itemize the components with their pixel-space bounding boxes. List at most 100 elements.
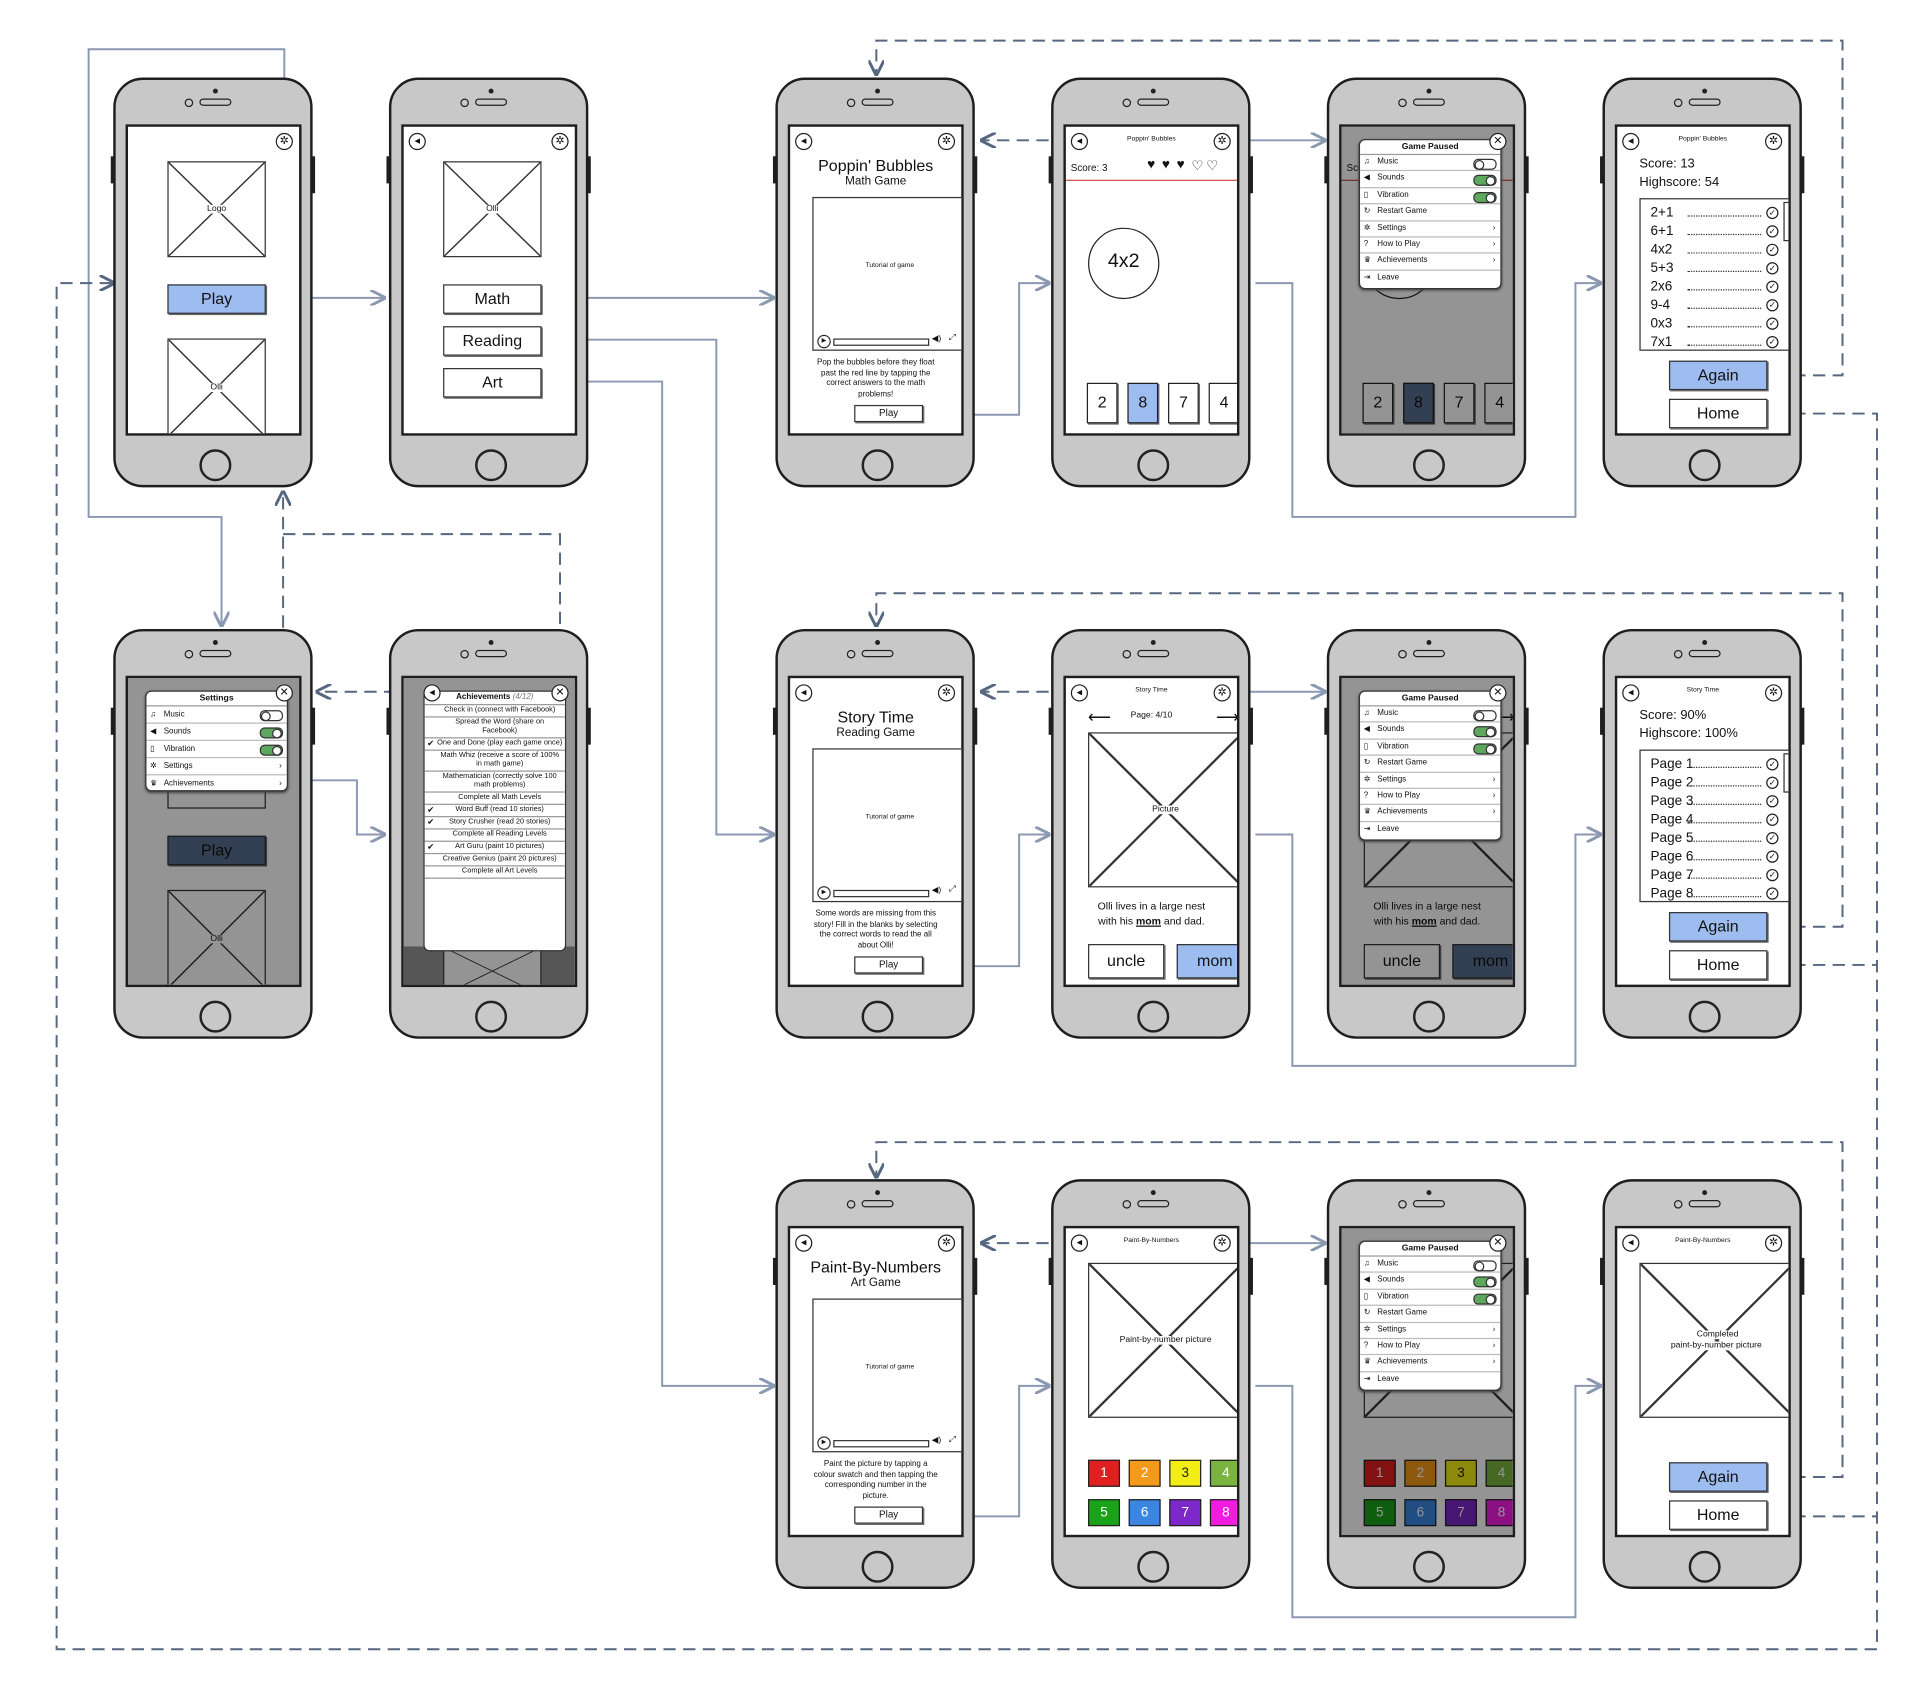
tutorial-video[interactable]: Tutorial of game▶◀)⤢ [812, 196, 962, 351]
pause-item[interactable]: ♫Music [1360, 706, 1501, 723]
home-button[interactable]: Home [1668, 1500, 1768, 1530]
colour-swatch[interactable]: 6 [1128, 1499, 1161, 1527]
pause-item[interactable]: ↻Restart Game [1360, 1306, 1501, 1323]
pause-item[interactable]: ↻Restart Game [1360, 756, 1501, 773]
art-button[interactable]: Art [443, 368, 542, 398]
again-button[interactable]: Again [1668, 1462, 1768, 1492]
home-button[interactable]: Home [1668, 398, 1768, 429]
pause-item[interactable]: ⇥Leave [1360, 1372, 1500, 1387]
reading-button[interactable]: Reading [443, 326, 542, 356]
music-toggle[interactable] [1473, 1260, 1497, 1272]
play-button[interactable]: Play [854, 956, 924, 974]
prev-page-arrow[interactable]: ⟵ [1088, 707, 1111, 727]
math-button[interactable]: Math [443, 284, 542, 314]
play-icon[interactable]: ▶ [817, 1436, 831, 1450]
fullscreen-icon[interactable]: ⤢ [948, 333, 956, 343]
tutorial-video[interactable]: Tutorial of game▶◀)⤢ [812, 1298, 962, 1453]
results-list[interactable]: 2+1✓6+1✓4x2✓5+3✓2x6✓9-4✓0x3✓7x1✓ [1639, 198, 1789, 351]
gear-icon[interactable]: ✲ [1764, 132, 1783, 151]
gear-icon[interactable]: ✲ [551, 132, 569, 151]
close-icon[interactable]: ✕ [1489, 684, 1507, 702]
music-toggle[interactable] [1473, 158, 1497, 170]
pause-item[interactable]: ✲Settings› [1360, 772, 1501, 789]
pause-item[interactable]: ♛Achievements› [1360, 254, 1501, 271]
colour-swatch[interactable]: 2 [1128, 1459, 1161, 1487]
back-icon[interactable]: ◂ [795, 684, 813, 702]
back-icon[interactable]: ◂ [1622, 132, 1640, 151]
colour-swatch[interactable]: 7 [1169, 1499, 1202, 1527]
close-icon[interactable]: ✕ [551, 684, 569, 702]
volume-icon[interactable]: ◀) [931, 1436, 942, 1445]
back-icon[interactable]: ◂ [1622, 684, 1640, 702]
close-icon[interactable]: ✕ [1489, 1234, 1507, 1252]
video-progress[interactable] [833, 338, 930, 346]
bubble[interactable]: 4x2 [1088, 227, 1160, 300]
close-icon[interactable]: ✕ [1489, 132, 1507, 151]
video-progress[interactable] [833, 889, 930, 898]
video-progress[interactable] [833, 1440, 930, 1448]
pause-item[interactable]: ?How to Play› [1360, 789, 1501, 806]
fullscreen-icon[interactable]: ⤢ [948, 884, 956, 894]
paint-picture[interactable]: Paint-by-number picture [1088, 1262, 1237, 1418]
pause-item[interactable]: ◀Sounds [1360, 723, 1501, 740]
play-icon[interactable]: ▶ [817, 334, 831, 349]
back-icon[interactable]: ◂ [795, 132, 813, 151]
sounds-toggle[interactable] [259, 727, 284, 739]
volume-icon[interactable]: ◀) [931, 334, 942, 344]
gear-icon[interactable]: ✲ [1213, 684, 1231, 702]
play-button[interactable]: Play [854, 1506, 924, 1524]
settings-row[interactable]: ✲Settings› [146, 758, 287, 776]
colour-swatch[interactable]: 3 [1169, 1459, 1202, 1487]
back-icon[interactable]: ◂ [1070, 132, 1089, 151]
play-button[interactable]: Play [167, 284, 266, 314]
fullscreen-icon[interactable]: ⤢ [948, 1435, 956, 1444]
pause-item[interactable]: ♫Music [1360, 155, 1501, 172]
pause-item[interactable]: ◀Sounds [1360, 172, 1501, 189]
pause-item[interactable]: ?How to Play› [1360, 1339, 1501, 1356]
back-icon[interactable]: ◂ [408, 132, 426, 151]
tutorial-video[interactable]: Tutorial of game▶◀)⤢ [812, 748, 962, 903]
answer-button[interactable]: 4 [1208, 382, 1237, 424]
music-toggle[interactable] [259, 710, 284, 722]
pause-item[interactable]: ↻Restart Game [1360, 205, 1501, 222]
pause-item[interactable]: ✲Settings› [1360, 1323, 1501, 1340]
play-icon[interactable]: ▶ [817, 886, 831, 900]
pause-item[interactable]: ▯Vibration [1360, 739, 1501, 756]
scrollbar[interactable] [1783, 201, 1789, 242]
vibration-row[interactable]: ▯Vibration [146, 741, 287, 759]
pause-item[interactable]: ◀Sounds [1360, 1273, 1501, 1290]
pause-item[interactable]: ♫Music [1360, 1257, 1501, 1274]
word-choice-button[interactable]: mom [1176, 944, 1237, 979]
gear-icon[interactable]: ✲ [1764, 1234, 1783, 1252]
answer-button[interactable]: 8 [1127, 382, 1159, 424]
results-list[interactable]: Page 1✓Page 2✓Page 3✓Page 4✓Page 5✓Page … [1639, 749, 1789, 903]
music-row[interactable]: ♫Music [146, 706, 287, 724]
colour-swatch[interactable]: 5 [1088, 1499, 1121, 1527]
sounds-toggle[interactable] [1473, 175, 1497, 187]
back-icon[interactable]: ◂ [795, 1234, 813, 1252]
vibration-toggle[interactable] [259, 744, 284, 756]
word-choice-button[interactable]: uncle [1088, 944, 1165, 979]
gear-icon[interactable]: ✲ [937, 1234, 956, 1252]
next-page-arrow[interactable]: ⟶ [1216, 707, 1239, 727]
volume-icon[interactable]: ◀) [931, 886, 942, 895]
play-button[interactable]: Play [854, 404, 924, 423]
gear-icon[interactable]: ✲ [1213, 1234, 1231, 1252]
pause-item[interactable]: ♛Achievements› [1360, 805, 1501, 822]
pause-item[interactable]: ▯Vibration [1360, 188, 1501, 205]
gear-icon[interactable]: ✲ [1764, 684, 1783, 702]
scrollbar[interactable] [1783, 753, 1789, 793]
back-icon[interactable]: ◂ [423, 684, 441, 702]
close-icon[interactable]: ✕ [275, 684, 293, 702]
vibration-toggle[interactable] [1473, 191, 1497, 203]
vibration-toggle[interactable] [1473, 1293, 1497, 1305]
pause-item[interactable]: ♛Achievements› [1360, 1356, 1501, 1373]
back-icon[interactable]: ◂ [1070, 684, 1089, 702]
colour-swatch[interactable]: 8 [1209, 1499, 1237, 1527]
achievements-row[interactable]: ♛Achievements› [146, 775, 286, 791]
sounds-toggle[interactable] [1473, 726, 1497, 738]
colour-swatch[interactable]: 1 [1088, 1459, 1121, 1487]
sounds-row[interactable]: ◀Sounds [146, 724, 287, 741]
pause-item[interactable]: ⇥Leave [1360, 270, 1500, 285]
answer-button[interactable]: 2 [1086, 382, 1118, 424]
